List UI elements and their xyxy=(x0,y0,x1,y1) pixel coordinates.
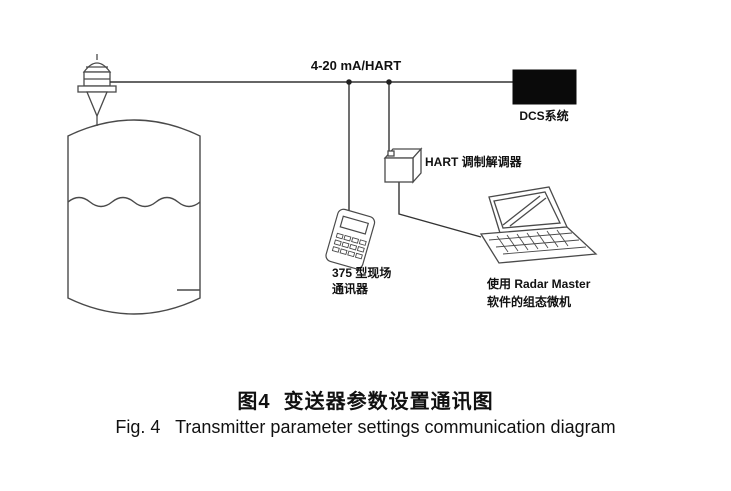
communicator-keypad xyxy=(331,232,367,260)
laptop-label-line1: 使用 Radar Master xyxy=(486,276,591,291)
laptop-label-line2: 软件的组态微机 xyxy=(487,294,571,309)
field-communicator xyxy=(325,208,376,270)
communicator-screen xyxy=(339,215,370,235)
figure-caption-chinese: 图4 变送器参数设置通讯图 xyxy=(237,391,494,413)
transmitter xyxy=(77,54,117,126)
laptop xyxy=(479,186,598,264)
modem-label: HART 调制解调器 xyxy=(425,154,523,169)
laptop-screen-reflection-2 xyxy=(509,197,547,227)
tank xyxy=(67,119,201,315)
transmitter-horn-antenna xyxy=(86,91,108,118)
dcs-system: DCS系统 xyxy=(512,69,577,123)
communicator-label-line1: 375 型现场 xyxy=(332,265,391,280)
communicator-label-line2: 通讯器 xyxy=(332,281,369,296)
liquid-level-wave xyxy=(67,196,201,208)
laptop-base xyxy=(479,226,598,264)
modem-to-laptop-wire xyxy=(398,182,482,238)
modem-front-face xyxy=(384,157,414,183)
hart-modem xyxy=(383,147,423,184)
signal-wiring xyxy=(110,81,513,238)
dcs-box xyxy=(512,69,577,105)
junction-dot-right xyxy=(386,79,392,85)
figure-caption-english: Fig. 4 Transmitter parameter settings co… xyxy=(115,417,616,437)
laptop-keyboard xyxy=(488,229,587,255)
tank-outline xyxy=(67,119,201,315)
dcs-label: DCS系统 xyxy=(519,108,568,123)
junction-dot-left xyxy=(346,79,352,85)
transmitter-flange xyxy=(77,85,117,93)
laptop-screen-reflection-1 xyxy=(502,195,541,226)
signal-label: 4-20 mA/HART xyxy=(311,58,401,73)
modem-connector xyxy=(387,150,395,157)
